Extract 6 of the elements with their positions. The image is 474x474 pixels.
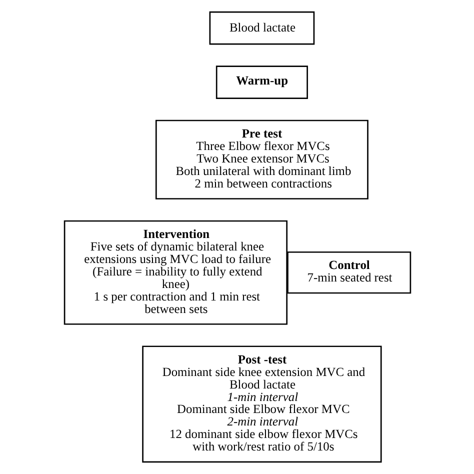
node-box: Pre test Three Elbow flexor MVCs Two Knee extensor MVCs Both unilateral with dominant limb 2 min between contractions bbox=[154, 120, 368, 200]
node-box: Blood lactate bbox=[208, 11, 314, 45]
node-box: Control 7-min seated rest bbox=[286, 251, 411, 294]
node-box: Intervention Five sets of dynamic bilateral knee extensions using MVC load to failure (Failure = inability to fully extend knee) 1 s per contraction and 1 min rest between sets bbox=[63, 220, 288, 325]
node-box: Post -test Dominant side knee extension MVC and Blood lactate 1-min interval Dominant side Elbow flexor MVC 2-min interval 12 dominant side elbow flexor MVCs with work/rest ratio of 5/10s bbox=[142, 346, 382, 463]
node-box: Warm-up bbox=[215, 66, 308, 99]
